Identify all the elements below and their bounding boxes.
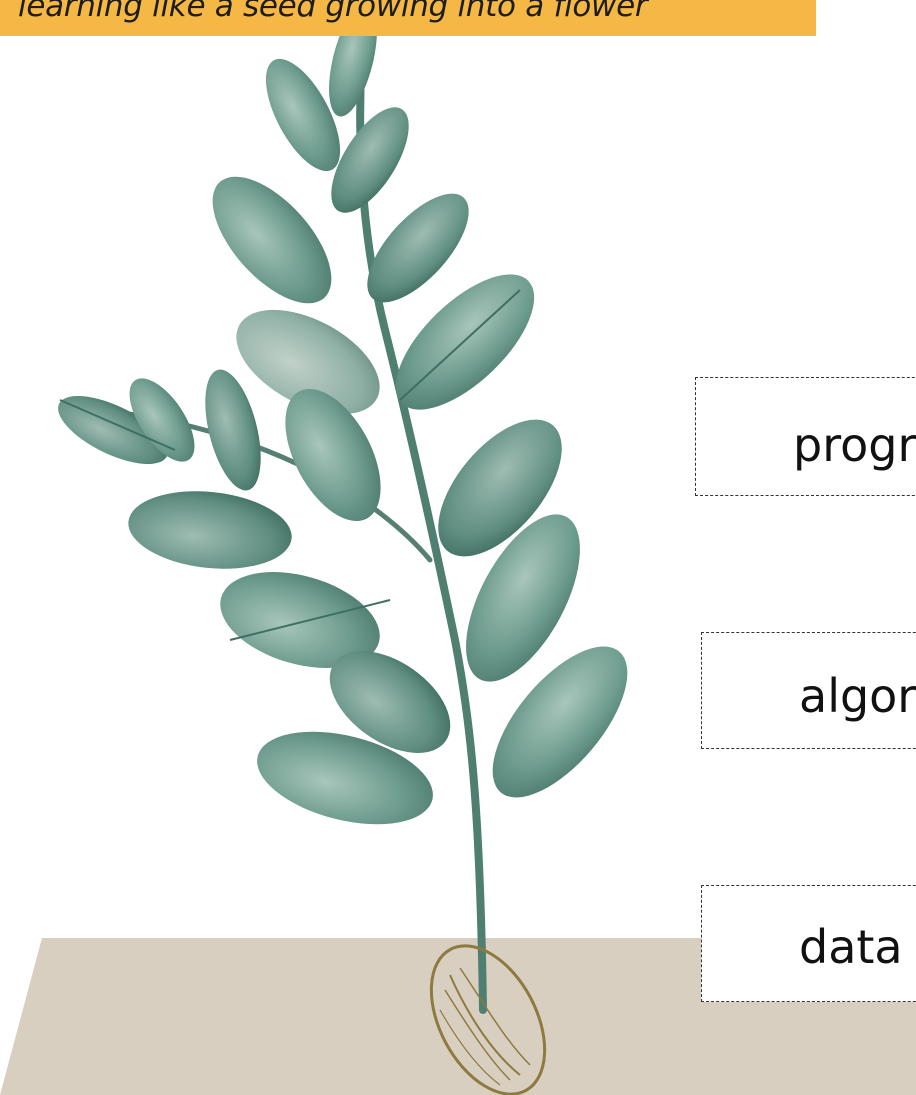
label-data: data	[799, 920, 903, 974]
label-programming: progr	[793, 418, 916, 472]
label-box-algorithms: algor	[701, 632, 916, 749]
banner-title: learning like a seed growing into a flow…	[18, 0, 648, 24]
title-banner: learning like a seed growing into a flow…	[0, 0, 816, 36]
label-algorithms: algor	[799, 669, 916, 723]
label-box-data: data	[701, 885, 916, 1002]
label-box-programming: progr	[695, 377, 916, 496]
